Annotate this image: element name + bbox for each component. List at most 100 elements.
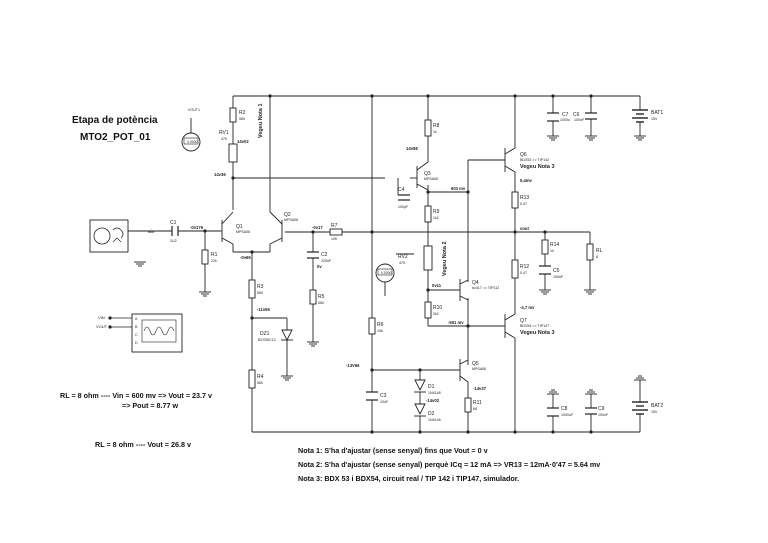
- value-r7: 10K: [331, 237, 338, 241]
- voltage-603mv: 603 mv: [451, 186, 466, 191]
- label-d1: D1: [428, 384, 435, 390]
- resistor-r8: [424, 119, 432, 137]
- label-bat2: BAT2: [651, 403, 663, 409]
- ground-symbols: [134, 135, 646, 395]
- resistor-r2: [229, 107, 237, 123]
- label-r5: R5: [318, 294, 325, 300]
- label-q2: Q2: [284, 212, 291, 218]
- value-r1: 22k: [211, 259, 217, 263]
- resistor-r14: [541, 239, 549, 255]
- oscilloscope: [108, 313, 183, 353]
- value-r10: 2k2: [433, 312, 439, 316]
- voltage-5-4mv: 5,4mv: [520, 178, 533, 183]
- value-c2: 220nF: [321, 259, 332, 263]
- wires: [128, 95, 641, 433]
- resistor-r6: [368, 317, 376, 335]
- value-r4: 560: [257, 381, 263, 385]
- value-q1: MPSA06: [236, 230, 250, 234]
- value-r3: 560: [257, 291, 263, 295]
- transistor-q5: [458, 359, 469, 383]
- label-vegeu-nota-3b: Vegeu Nota 3: [520, 330, 555, 336]
- potentiometer-rv2: [423, 245, 433, 271]
- label-c6: C6: [573, 112, 580, 118]
- result-line-3: RL = 8 ohm ---- Vout = 26.8 v: [95, 440, 191, 449]
- resistor-r11: [464, 397, 472, 413]
- label-vout: VOUT: [96, 324, 108, 329]
- voltage-neg-501mv: -501 mv: [448, 320, 464, 325]
- value-q6: BDX53 => TIP142: [520, 158, 549, 162]
- transistor-q4: [458, 279, 469, 301]
- voltage-14v58: 14v58: [406, 146, 418, 151]
- value-r13: 0.47: [520, 202, 527, 206]
- transistor-q2: [269, 211, 283, 245]
- label-osc-b: B: [135, 325, 138, 329]
- value-c9: 100nF: [598, 413, 609, 417]
- label-osc-a: A: [135, 317, 138, 321]
- value-r8: 1k: [433, 130, 437, 134]
- voltage-neg-4-7mv: -4,7 mv: [520, 305, 535, 310]
- voltage-0v11: 0v11: [432, 283, 442, 288]
- label-rl: RL: [596, 248, 603, 254]
- label-osc-d: D: [135, 341, 138, 345]
- value-r6: 15k: [377, 329, 383, 333]
- diodes: [281, 329, 426, 417]
- diode-d1: [414, 379, 426, 392]
- label-r12: R12: [520, 264, 529, 270]
- diode-d2: [414, 403, 426, 416]
- signal-generator: [89, 219, 129, 253]
- resistor-r10: [424, 301, 432, 319]
- batteries: [632, 109, 648, 415]
- vegeu-labels: Vegeu Nota 1 Vegeu Nota 2 Vegeu Nota 3 V…: [258, 103, 555, 336]
- value-q2: MPSA06: [284, 218, 298, 222]
- label-rv2: RV2: [398, 254, 408, 260]
- value-bat1: 15V: [651, 117, 658, 121]
- voltage-labels: 14v36 14v02 -0v176 -0v65 -0v17 0v -11v55…: [148, 139, 535, 403]
- label-c3: C3: [380, 393, 387, 399]
- title-line-2: MTO2_POT_01: [80, 132, 151, 143]
- value-c8: 1000uF: [561, 413, 574, 417]
- value-q3: MPSA06: [424, 177, 438, 181]
- value-d1: 1N4148: [428, 391, 441, 395]
- voltage-neg-14v02: -14v02: [426, 398, 440, 403]
- potentiometer-rv1: [228, 143, 238, 163]
- label-r4: R4: [257, 374, 264, 380]
- value-rv1: 470: [221, 137, 227, 141]
- label-c2: C2: [321, 252, 328, 258]
- transistor-q3: [415, 161, 429, 191]
- voltage-neg-0v176: -0v176: [190, 225, 204, 230]
- value-r5: 560: [318, 301, 324, 305]
- resistors: [201, 107, 594, 413]
- label-d2: D2: [428, 411, 435, 417]
- voltage-0v: 0v: [317, 264, 322, 269]
- value-q5: MPSA06: [472, 367, 486, 371]
- transistor-q6: [504, 147, 516, 173]
- label-q3: Q3: [424, 171, 431, 177]
- label-c7: C7: [562, 112, 569, 118]
- voltage-neg-0v65: -0v65: [240, 255, 251, 260]
- value-d2: 1N4148: [428, 418, 441, 422]
- label-rv1: RV1: [219, 130, 229, 136]
- value-c4: 100pF: [398, 205, 409, 209]
- label-q1: Q1: [236, 224, 243, 230]
- value-q4: bc417 => TIP112: [472, 286, 499, 290]
- value-bat2: 15V: [651, 410, 658, 414]
- resistor-r1: [201, 249, 209, 265]
- result-line-1: RL = 8 ohm ---- Vin = 600 mv => Vout = 2…: [60, 391, 212, 400]
- label-vout-node: vout: [520, 226, 529, 231]
- voltmeters: [181, 132, 395, 283]
- value-q7: BDX54 => TIP147: [520, 324, 549, 328]
- resistor-rl: [586, 243, 594, 261]
- label-r3: R3: [257, 284, 264, 290]
- value-r2: 560: [239, 117, 245, 121]
- label-vegeu-nota-3a: Vegeu Nota 3: [520, 164, 555, 170]
- voltage-14v02: 14v02: [237, 139, 249, 144]
- label-c4: C4: [398, 187, 405, 193]
- label-c5: C5: [553, 268, 560, 274]
- label-bat1: BAT1: [651, 110, 663, 116]
- resistor-r4: [248, 369, 256, 389]
- meter-display-2: 0.0000: [381, 271, 391, 275]
- label-osc-c: C: [135, 333, 138, 337]
- label-r7: R7: [331, 223, 338, 229]
- title-line-1: Etapa de potència: [72, 115, 158, 126]
